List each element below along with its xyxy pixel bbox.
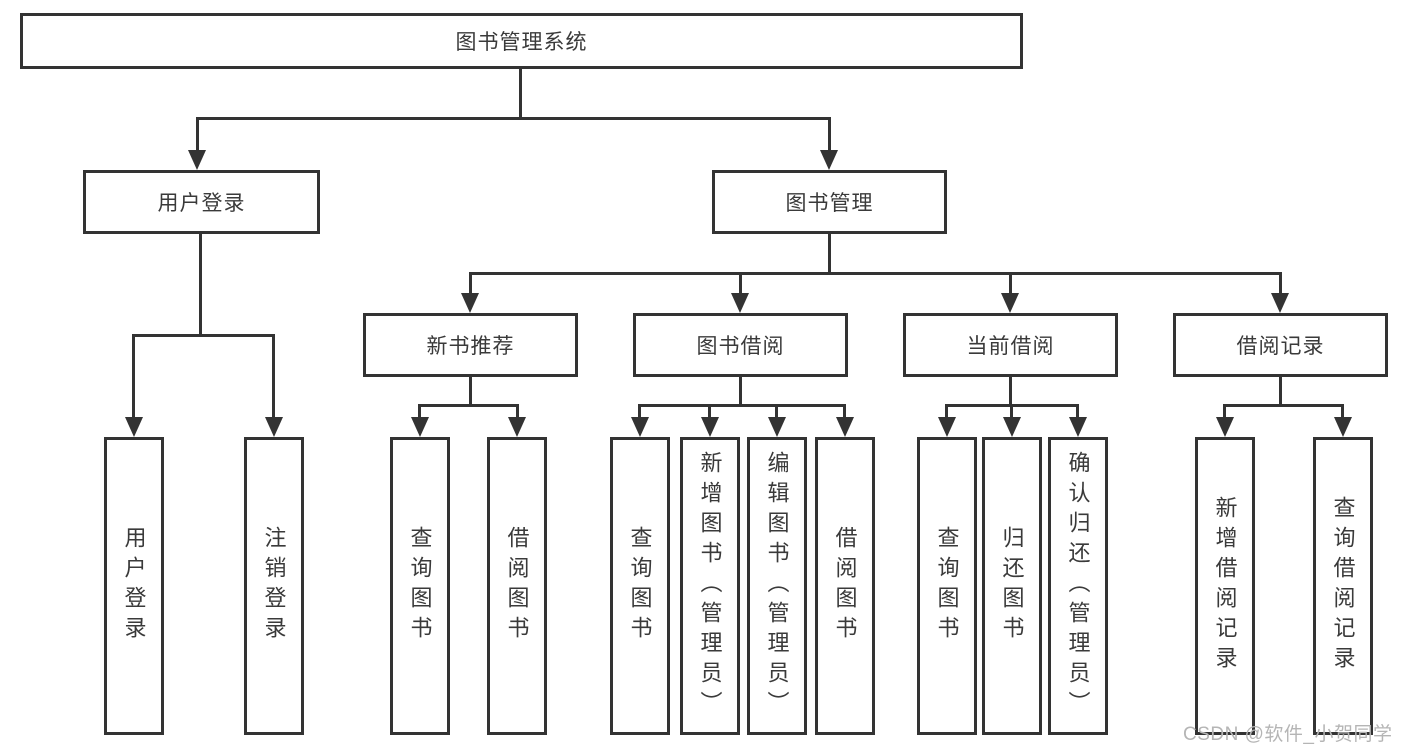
- leaf-logout: 注销登录: [244, 437, 304, 735]
- arrow-nbr-query: [411, 417, 429, 437]
- connector-level1-rail: [196, 117, 831, 120]
- connector-bb-trunk: [739, 377, 742, 405]
- node-root: 图书管理系统: [20, 13, 1023, 69]
- arrow-bb-query: [631, 417, 649, 437]
- leaf-cb-query-books: 查询图书: [917, 437, 977, 735]
- leaf-nbr-borrow-books: 借阅图书: [487, 437, 547, 735]
- leaf-cb-query-books-label: 查询图书: [934, 526, 960, 646]
- leaf-nbr-borrow-books-label: 借阅图书: [504, 526, 530, 646]
- leaf-bb-borrow-books: 借阅图书: [815, 437, 875, 735]
- arrow-book-management: [820, 150, 838, 170]
- leaf-logout-label: 注销登录: [261, 526, 287, 646]
- connector-drop-leaf-logout: [272, 334, 275, 419]
- connector-drop-bb-borrow: [843, 404, 846, 419]
- connector-drop-cb-return: [1010, 404, 1013, 419]
- arrow-leaf-logout: [265, 417, 283, 437]
- leaf-br-query-record: 查询借阅记录: [1313, 437, 1373, 735]
- connector-drop-book-management: [828, 117, 831, 151]
- node-book-management: 图书管理: [712, 170, 947, 234]
- node-borrow-records: 借阅记录: [1173, 313, 1388, 377]
- arrow-leaf-user-login: [125, 417, 143, 437]
- leaf-br-add-record: 新增借阅记录: [1195, 437, 1255, 735]
- node-book-borrowing: 图书借阅: [633, 313, 848, 377]
- leaf-cb-confirm-return-admin: 确认归还（管理员）: [1048, 437, 1108, 735]
- connector-drop-bb-add: [708, 404, 711, 419]
- connector-br-trunk: [1279, 377, 1282, 405]
- node-current-borrowing: 当前借阅: [903, 313, 1118, 377]
- connector-drop-book-borrowing: [739, 272, 742, 294]
- leaf-cb-return-books-label: 归还图书: [999, 526, 1025, 646]
- leaf-br-add-record-label: 新增借阅记录: [1212, 496, 1238, 676]
- connector-user-login-rail: [132, 334, 275, 337]
- leaf-nbr-query-books: 查询图书: [390, 437, 450, 735]
- arrow-new-book-recommend: [461, 293, 479, 313]
- arrow-bb-add: [701, 417, 719, 437]
- connector-cb-trunk: [1009, 377, 1012, 405]
- node-new-book-recommend: 新书推荐: [363, 313, 578, 377]
- connector-drop-user-login: [196, 117, 199, 151]
- connector-drop-nbr-query: [418, 404, 421, 419]
- connector-drop-current-borrowing: [1009, 272, 1012, 294]
- connector-drop-br-add: [1223, 404, 1226, 419]
- connector-drop-cb-query: [945, 404, 948, 419]
- connector-nbr-trunk: [469, 377, 472, 405]
- leaf-br-query-record-label: 查询借阅记录: [1330, 496, 1356, 676]
- connector-nbr-rail: [418, 404, 519, 407]
- leaf-bb-query-books: 查询图书: [610, 437, 670, 735]
- leaf-cb-confirm-return-admin-label: 确认归还（管理员）: [1065, 451, 1091, 721]
- leaf-bb-edit-books-admin-label: 编辑图书（管理员）: [764, 451, 790, 721]
- connector-user-login-trunk: [199, 234, 202, 336]
- leaf-bb-borrow-books-label: 借阅图书: [832, 526, 858, 646]
- connector-drop-leaf-user-login: [132, 334, 135, 419]
- connector-drop-br-query: [1341, 404, 1344, 419]
- connector-drop-cb-confirm: [1076, 404, 1079, 419]
- leaf-cb-return-books: 归还图书: [982, 437, 1042, 735]
- arrow-book-borrowing: [731, 293, 749, 313]
- arrow-br-add: [1216, 417, 1234, 437]
- arrow-nbr-borrow: [508, 417, 526, 437]
- arrow-user-login: [188, 150, 206, 170]
- connector-book-management-trunk: [828, 234, 831, 274]
- arrow-cb-confirm: [1069, 417, 1087, 437]
- node-user-login: 用户登录: [83, 170, 320, 234]
- connector-root-trunk: [519, 69, 522, 119]
- arrow-br-query: [1334, 417, 1352, 437]
- leaf-bb-query-books-label: 查询图书: [627, 526, 653, 646]
- connector-drop-borrow-records: [1279, 272, 1282, 294]
- leaf-user-login: 用户登录: [104, 437, 164, 735]
- connector-level3-rail: [469, 272, 1282, 275]
- connector-br-rail: [1223, 404, 1344, 407]
- connector-drop-nbr-borrow: [516, 404, 519, 419]
- connector-drop-bb-query: [638, 404, 641, 419]
- connector-bb-rail: [638, 404, 846, 407]
- leaf-nbr-query-books-label: 查询图书: [407, 526, 433, 646]
- arrow-cb-return: [1003, 417, 1021, 437]
- leaf-bb-add-books-admin-label: 新增图书（管理员）: [697, 451, 723, 721]
- leaf-bb-edit-books-admin: 编辑图书（管理员）: [747, 437, 807, 735]
- arrow-current-borrowing: [1001, 293, 1019, 313]
- watermark: CSDN @软件_小贺同学: [1183, 724, 1393, 745]
- arrow-cb-query: [938, 417, 956, 437]
- arrow-borrow-records: [1271, 293, 1289, 313]
- leaf-user-login-label: 用户登录: [121, 526, 147, 646]
- leaf-bb-add-books-admin: 新增图书（管理员）: [680, 437, 740, 735]
- connector-drop-bb-edit: [775, 404, 778, 419]
- arrow-bb-borrow: [836, 417, 854, 437]
- arrow-bb-edit: [768, 417, 786, 437]
- connector-drop-new-book-recommend: [469, 272, 472, 294]
